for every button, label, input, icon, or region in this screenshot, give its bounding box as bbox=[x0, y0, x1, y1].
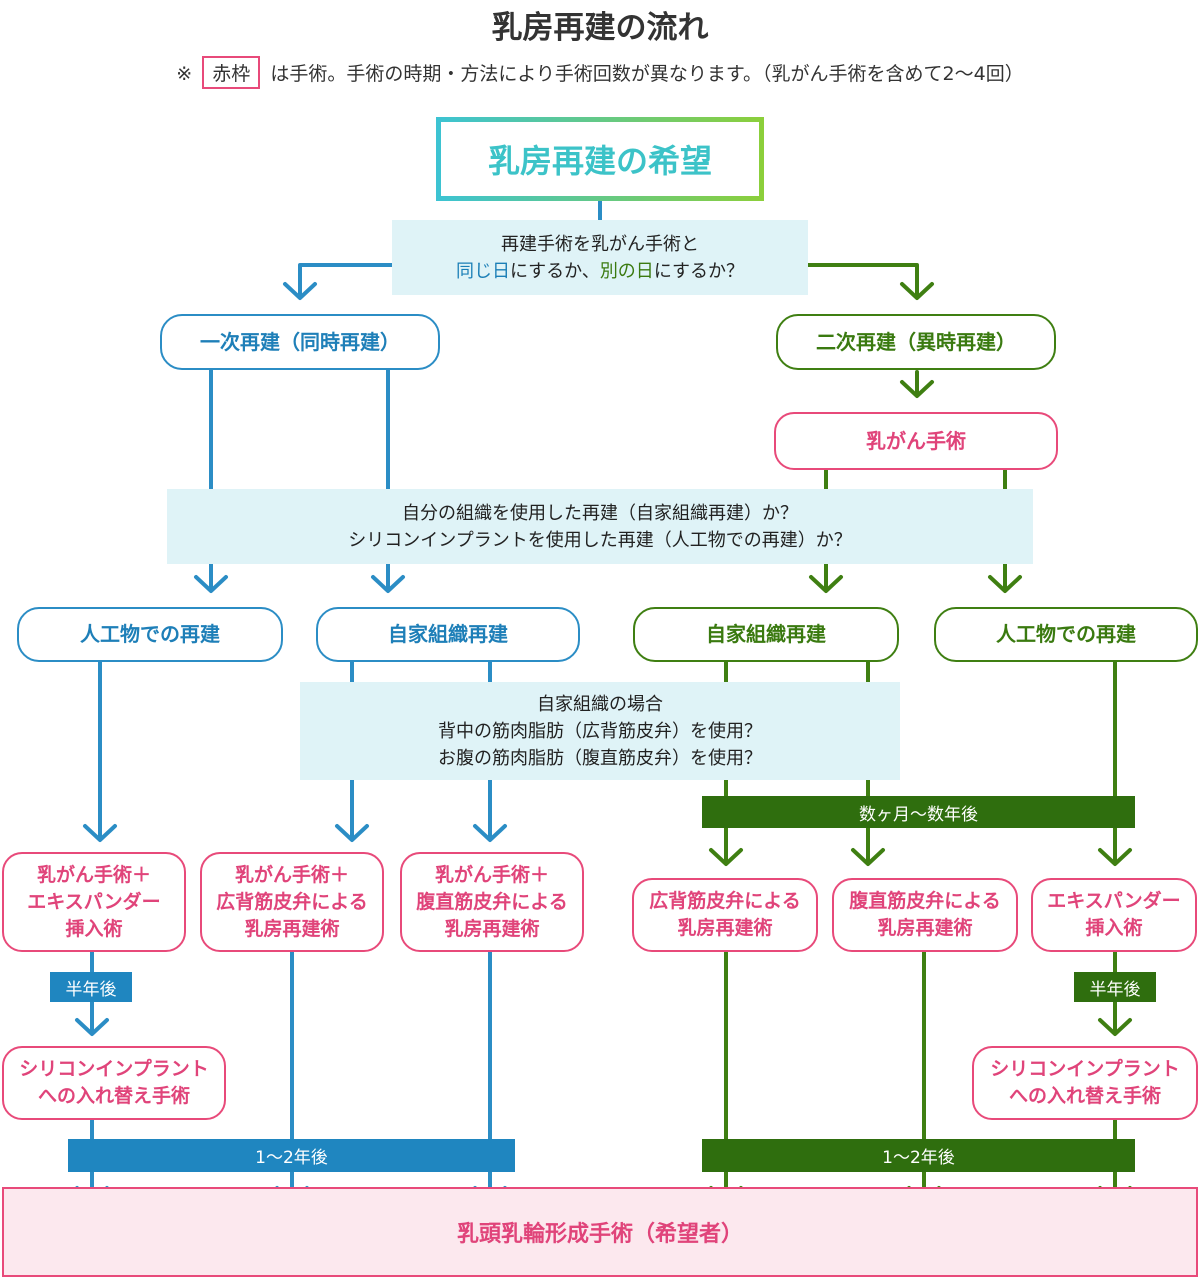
question-same-or-separate-day: 再建手術を乳がん手術と 同じ日にするか、別の日にするか？ bbox=[392, 220, 808, 295]
surgery-implant-swap-primary: シリコンインプラント への入れ替え手術 bbox=[2, 1046, 226, 1120]
page-title: 乳房再建の流れ bbox=[491, 10, 709, 46]
question1-line2: 同じ日にするか、別の日にするか？ bbox=[455, 260, 744, 282]
same-day-highlight: 同じ日 bbox=[455, 260, 510, 282]
option-implant-primary: 人工物での再建 bbox=[17, 607, 283, 662]
question-tissue-or-implant: 自分の組織を使用した再建（自家組織再建）か？ シリコンインプラントを使用した再建… bbox=[167, 489, 1033, 564]
surgery-expander-primary: 乳がん手術＋ エキスパンダー 挿入術 bbox=[2, 852, 186, 952]
surgery-rectus-primary: 乳がん手術＋ 腹直筋皮弁による 乳房再建術 bbox=[400, 852, 584, 952]
surgery-latissimus-secondary: 広背筋皮弁による 乳房再建術 bbox=[632, 878, 818, 952]
option-autologous-primary: 自家組織再建 bbox=[316, 607, 580, 662]
start-box: 乳房再建の希望 bbox=[436, 117, 764, 201]
secondary-reconstruction: 二次再建（異時再建） bbox=[776, 314, 1056, 370]
nipple-areola-reconstruction: 乳頭乳輪形成手術（希望者） bbox=[2, 1187, 1198, 1277]
note-text: は手術。手術の時期・方法により手術回数が異なります。（乳がん手術を含めて2〜4回… bbox=[270, 63, 1024, 85]
timing-bar-months-years: 数ヶ月〜数年後 bbox=[702, 796, 1135, 828]
question3-line1: 自家組織の場合 bbox=[537, 693, 663, 715]
breast-cancer-surgery: 乳がん手術 bbox=[774, 412, 1058, 470]
question2-line2: シリコンインプラントを使用した再建（人工物での再建）か？ bbox=[348, 529, 852, 551]
question-flap-type: 自家組織の場合 背中の筋肉脂肪（広背筋皮弁）を使用？ お腹の筋肉脂肪（腹直筋皮弁… bbox=[300, 682, 900, 780]
surgery-implant-swap-secondary: シリコンインプラント への入れ替え手術 bbox=[972, 1046, 1198, 1120]
surgery-latissimus-primary: 乳がん手術＋ 広背筋皮弁による 乳房再建術 bbox=[200, 852, 384, 952]
timing-badge-half-year-secondary: 半年後 bbox=[1074, 972, 1156, 1002]
primary-reconstruction: 一次再建（同時再建） bbox=[160, 314, 440, 370]
legend-note: ※ 赤枠 は手術。手術の時期・方法により手術回数が異なります。（乳がん手術を含め… bbox=[0, 56, 1200, 89]
option-implant-secondary: 人工物での再建 bbox=[934, 607, 1198, 662]
question1-line1: 再建手術を乳がん手術と bbox=[501, 233, 699, 255]
option-autologous-secondary: 自家組織再建 bbox=[633, 607, 899, 662]
timing-bar-one-two-years-primary: 1〜2年後 bbox=[68, 1139, 515, 1172]
timing-badge-half-year-primary: 半年後 bbox=[50, 972, 132, 1002]
question2-line1: 自分の組織を使用した再建（自家組織再建）か？ bbox=[402, 502, 798, 524]
timing-bar-one-two-years-secondary: 1〜2年後 bbox=[702, 1139, 1135, 1172]
surgery-rectus-secondary: 腹直筋皮弁による 乳房再建術 bbox=[832, 878, 1018, 952]
question3-line3: お腹の筋肉脂肪（腹直筋皮弁）を使用？ bbox=[438, 747, 762, 769]
other-day-highlight: 別の日 bbox=[599, 260, 654, 282]
surgery-expander-secondary: エキスパンダー 挿入術 bbox=[1031, 878, 1197, 952]
question3-line2: 背中の筋肉脂肪（広背筋皮弁）を使用？ bbox=[438, 720, 762, 742]
note-prefix: ※ bbox=[176, 63, 193, 85]
red-frame-sample: 赤枠 bbox=[202, 56, 261, 89]
